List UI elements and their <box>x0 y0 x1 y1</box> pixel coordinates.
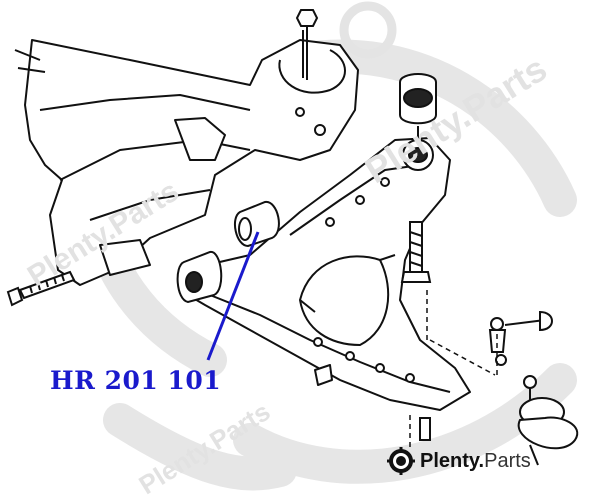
brand-suffix: Parts <box>484 449 531 472</box>
gear-icon <box>387 447 415 475</box>
part-number-label: HR 201 101 <box>50 366 222 395</box>
lower-bolt <box>419 417 431 441</box>
ball-joint <box>517 375 579 466</box>
replacement-bushing <box>233 201 280 248</box>
rear-bushing <box>399 73 437 138</box>
brand-name: Plenty <box>420 449 479 472</box>
callout-leader-line <box>206 231 260 361</box>
left-bolt <box>6 270 76 307</box>
brand-dot: . <box>478 449 485 472</box>
alignment-guides <box>409 290 498 450</box>
stabilizer-link <box>488 310 553 366</box>
brand-logo: Plenty.Parts <box>386 446 531 476</box>
lower-control-arm <box>184 137 471 411</box>
subframe <box>14 39 359 286</box>
front-bushing <box>176 251 223 304</box>
top-bolt <box>295 9 319 80</box>
vertical-bolt <box>400 221 432 283</box>
